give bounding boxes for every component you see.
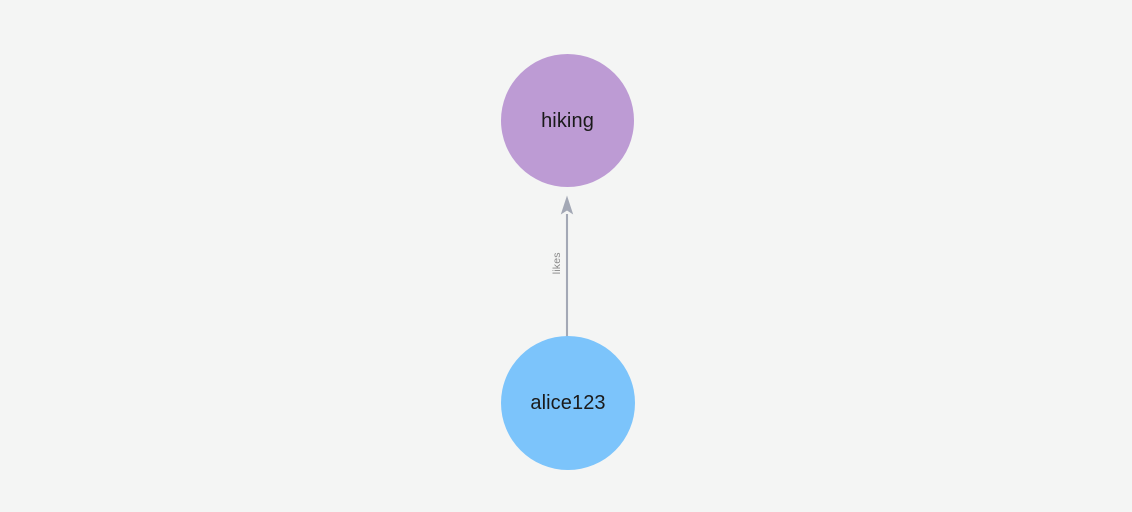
node-label-hiking: hiking [541,109,594,132]
graph-node-alice123[interactable]: alice123 [501,336,635,470]
edge-label-likes: likes [550,252,563,275]
node-label-alice123: alice123 [530,392,606,414]
edge-alice123-likes-hiking[interactable] [560,195,574,338]
edge-arrowhead-icon [560,195,574,215]
graph-node-hiking[interactable]: hiking [501,54,634,187]
